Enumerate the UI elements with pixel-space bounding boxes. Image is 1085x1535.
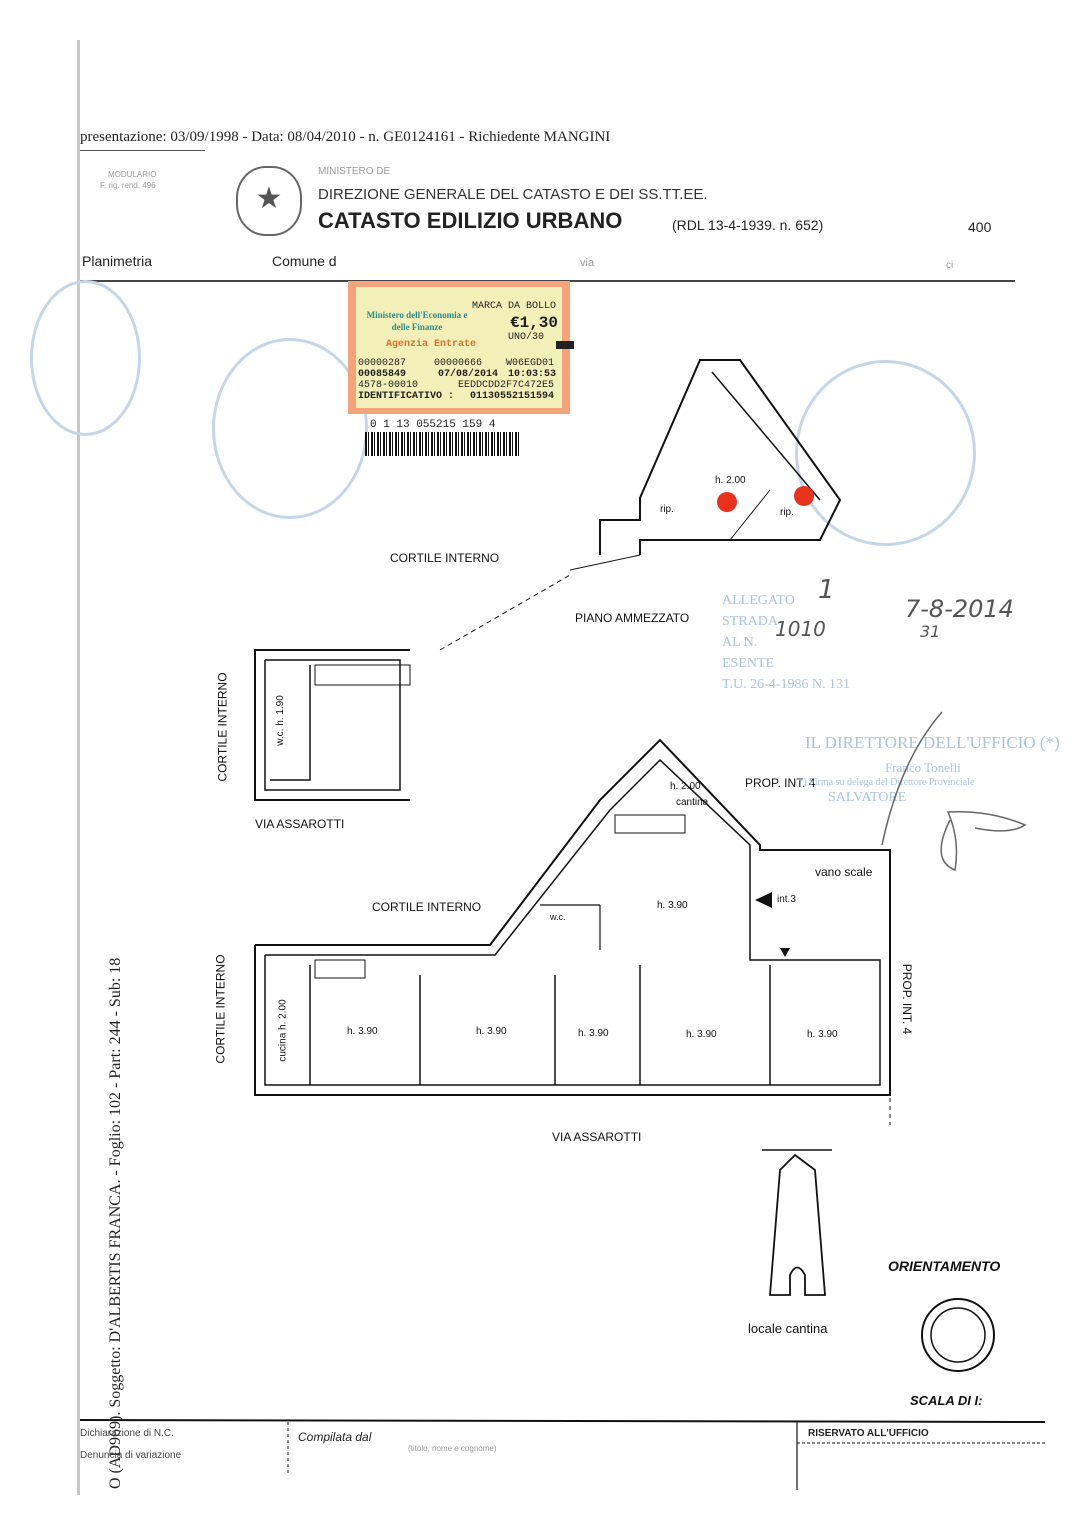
modulario-sub: F. rig. rend. 496: [100, 181, 156, 190]
allegato-line: ESENTE: [722, 656, 775, 671]
rdl: (RDL 13-4-1939. n. 652): [672, 217, 824, 233]
room-height: h. 3.90: [686, 1029, 717, 1040]
red-marker-dot: [794, 486, 814, 506]
republic-emblem-icon: ★: [236, 166, 302, 236]
handwritten-number: 1: [818, 575, 835, 605]
orientamento: ORIENTAMENTO: [888, 1258, 1001, 1274]
scan-edge: [77, 40, 80, 1495]
modulario: MODULARIO: [108, 170, 157, 179]
allegato-line: T.U. 26-4-1986 N. 131: [722, 677, 851, 692]
cortile-interno-mid: CORTILE INTERNO: [372, 900, 482, 914]
stamp-line-2c: 10:03:53: [508, 369, 557, 380]
piano-ammezzato: PIANO AMMEZZATO: [575, 611, 690, 625]
rip-label: rip.: [660, 504, 674, 515]
revenue-stamp-inner: [356, 287, 562, 408]
allegato-line: AL N.: [722, 635, 758, 650]
compilata: Compilata dal: [298, 1430, 372, 1444]
prop-int-4-top: PROP. INT. 4: [745, 776, 816, 790]
allegato-line: ALLEGATO: [722, 593, 795, 608]
office-stamp-left: [30, 280, 141, 436]
stamp-side-tab: [556, 341, 574, 349]
allegato-line: STRADA: [722, 614, 779, 629]
room-height: h. 3.90: [578, 1028, 609, 1039]
stamp-line-1b: 00000666: [434, 358, 483, 369]
stamp-line-2b: 07/08/2014: [438, 369, 499, 380]
cellar-outline: [769, 1153, 826, 1296]
stamp-ministry: Ministero dell'Economia e delle Finanze: [366, 310, 468, 332]
firma-delega: (*) Firma su delega del Direttore Provin…: [795, 777, 975, 788]
room-height: h. 3.90: [347, 1026, 378, 1037]
direzione: DIREZIONE GENERALE DEL CATASTO E DEI SS.…: [318, 186, 708, 203]
upper-plan-walls: [599, 359, 842, 555]
handwritten-1010: 1010: [775, 617, 826, 641]
orientation-circle: [921, 1298, 995, 1372]
cucina-label: cucina h. 2.00: [277, 999, 289, 1062]
cortile-interno-left-1: CORTILE INTERNO: [215, 672, 230, 782]
wc-label: w.c. h. 1.90: [274, 695, 286, 746]
stamp-agency: Agenzia Entrate: [386, 339, 477, 350]
via-assarotti-1: VIA ASSAROTTI: [255, 817, 345, 831]
center-height: h. 3.90: [657, 900, 688, 911]
handwritten-31: 31: [920, 622, 941, 641]
stamp-line-2a: 00085849: [358, 369, 407, 380]
salvatore-stamp: SALVATORE: [828, 790, 907, 805]
rip-label: rip.: [780, 507, 794, 518]
down-arrow-icon: [780, 948, 790, 957]
room-height: h. 3.90: [476, 1026, 507, 1037]
nome-cognome: (titolo, nome e cognome): [408, 1444, 497, 1453]
form-code: 400: [968, 219, 992, 235]
stamp-fraction: UNO/30: [508, 332, 545, 343]
locale-cantina: locale cantina: [748, 1321, 828, 1336]
stamp-line-4a: IDENTIFICATIVO :: [358, 391, 455, 402]
stamp-title: MARCA DA BOLLO: [472, 301, 557, 312]
header-rule: [80, 150, 205, 151]
stamp-line-3c: EEDDCDD2F7C472E5: [458, 380, 555, 391]
stamp-line-4c: 01130552151594: [470, 391, 555, 402]
cantina-height: h. 2.00: [670, 781, 701, 792]
direttore-name: Franco Tonelli: [885, 760, 961, 775]
ci: ci: [946, 260, 954, 271]
via-assarotti-2: VIA ASSAROTTI: [552, 1130, 642, 1144]
allegato-stamp: ALLEGATO STRADA AL N. ESENTE T.U. 26-4-1…: [722, 590, 850, 695]
room-height: h. 3.90: [807, 1029, 838, 1040]
office-stamp-right: [795, 360, 976, 546]
cortile-interno-left-2: CORTILE INTERNO: [213, 954, 228, 1064]
barcode-number: 0 1 13 055215 159 4: [370, 419, 496, 431]
main-plan-walls: [254, 738, 891, 1096]
upper-height-label: h. 2.00: [715, 475, 746, 486]
catasto-title: CATASTO EDILIZIO URBANO: [318, 208, 623, 233]
stamp-line-1c: W06EGD01: [506, 358, 555, 369]
int3-label: int.3: [777, 894, 796, 905]
via: via: [580, 257, 595, 269]
office-stamp-mid: [212, 338, 368, 519]
cantina-label: cantina: [676, 797, 709, 808]
barcode: [365, 432, 520, 456]
wc-plan-walls: [254, 649, 410, 801]
side-document-reference: O (AD969). Soggetto: D'ALBERTIS FRANCA. …: [107, 957, 124, 1489]
red-marker-dot: [717, 492, 737, 512]
revenue-stamp: Ministero dell'Economia e delle Finanze …: [348, 281, 570, 414]
handwritten-date: 7-8-2014: [905, 595, 1014, 623]
stamp-line-1a: 00000287: [358, 358, 407, 369]
planimetria: Planimetria: [82, 253, 153, 269]
cortile-interno-top: CORTILE INTERNO: [390, 551, 500, 565]
wc-small: w.c.: [550, 912, 566, 922]
entrance-arrow-icon: [755, 892, 772, 908]
stamp-line-3a: 4578-00010: [358, 380, 419, 391]
ministero: MINISTERO DE: [318, 166, 391, 177]
vano-scale: vano scale: [815, 865, 873, 879]
prop-int-4-right: PROP. INT. 4: [900, 963, 915, 1035]
denuncia: Denuncia di variazione: [80, 1450, 182, 1461]
riservato: RISERVATO ALL'UFFICIO: [808, 1428, 929, 1439]
comune: Comune d: [272, 253, 337, 269]
stamp-amount: €1,30: [510, 314, 559, 332]
dichiarazione: Dichiarazione di N.C.: [80, 1428, 174, 1439]
direttore-stamp: IL DIRETTORE DELL'UFFICIO (*): [805, 733, 1060, 752]
presentation-line: presentazione: 03/09/1998 - Data: 08/04/…: [80, 129, 611, 145]
scala: SCALA DI I:: [910, 1393, 983, 1408]
